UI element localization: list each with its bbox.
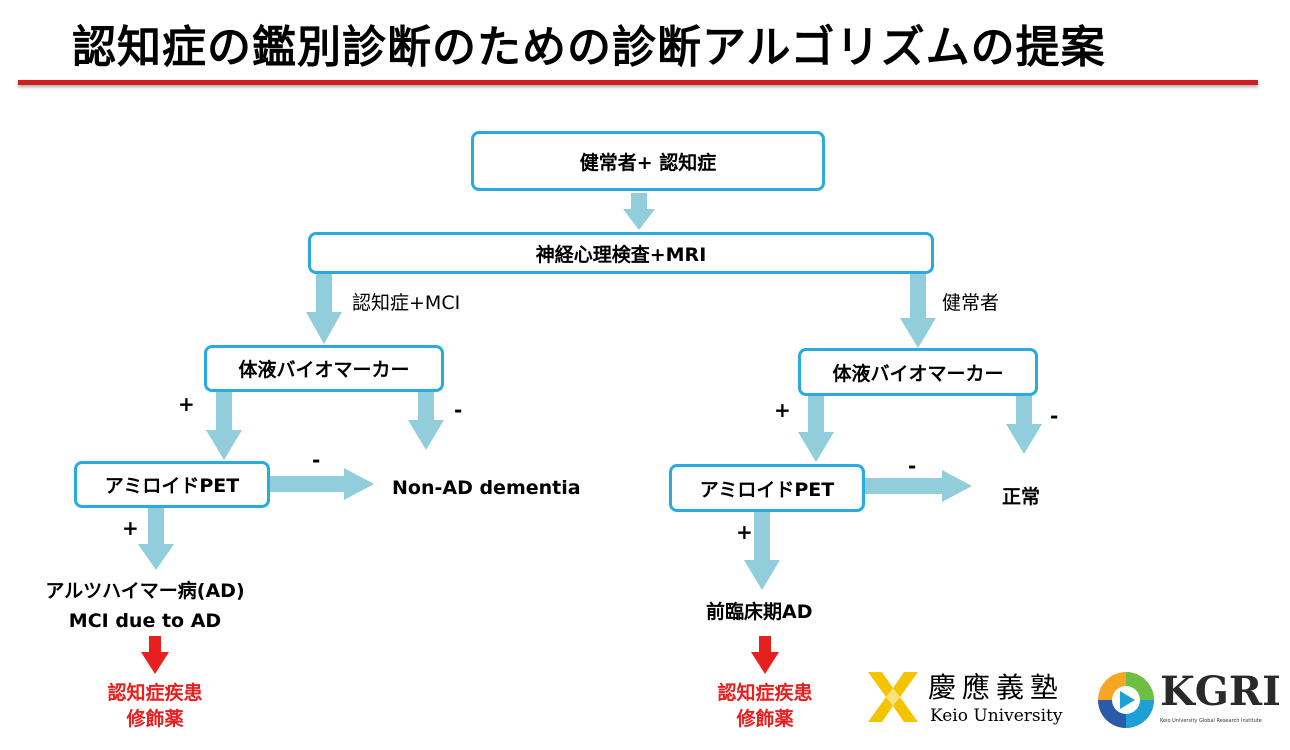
kgri-logo: KGRI Keio University Global Research Ins… bbox=[1096, 668, 1281, 734]
kgri-emblem-icon bbox=[1098, 672, 1154, 728]
keio-en-name: Keio University bbox=[930, 706, 1063, 726]
label-non-ad-dementia: Non-AD dementia bbox=[392, 477, 581, 499]
arrow-left-pet-to-non-ad bbox=[268, 468, 374, 500]
sign-right-pet-minus: - bbox=[908, 454, 917, 478]
label-healthy: 健常者 bbox=[942, 292, 1000, 314]
label-preclinical-ad: 前臨床期AD bbox=[706, 601, 813, 623]
node-biomarker-left: 体液バイオマーカー bbox=[204, 345, 444, 392]
sign-left-bio-plus: + bbox=[178, 392, 195, 416]
arrow-neuro-to-left-biomarker bbox=[306, 274, 342, 344]
title-underline bbox=[18, 80, 1258, 85]
kgri-subtitle: Keio University Global Research Institut… bbox=[1160, 718, 1262, 724]
arrow-left-biomarker-to-pet bbox=[206, 392, 242, 460]
page-title: 認知症の鑑別診断のための診断アルゴリズムの提案 bbox=[72, 22, 1106, 73]
keio-logo: 慶應義塾 Keio University bbox=[862, 664, 1082, 736]
label-dementia-mci: 認知症+MCI bbox=[352, 292, 461, 314]
label-normal: 正常 bbox=[1002, 486, 1041, 508]
label-ad-line2: MCI due to AD bbox=[68, 610, 222, 632]
arrow-right-biomarker-to-normal bbox=[1006, 396, 1042, 454]
arrow-right-pet-to-normal bbox=[864, 470, 972, 502]
sign-right-bio-plus: + bbox=[774, 398, 791, 422]
node-neuropsych-mri: 神経心理検査+MRI bbox=[308, 232, 934, 274]
sign-right-pet-plus: + bbox=[736, 520, 753, 544]
sign-left-pet-plus: + bbox=[122, 516, 139, 540]
arrow-neuro-to-right-biomarker bbox=[900, 274, 936, 348]
red-arrow-right bbox=[751, 636, 779, 674]
outcome-right-line1: 認知症疾患 bbox=[717, 682, 813, 704]
arrow-left-biomarker-to-non-ad bbox=[408, 392, 444, 450]
outcome-left: 認知症疾患 修飾薬 bbox=[80, 680, 230, 732]
label-alzheimer: アルツハイマー病(AD) MCI due to AD bbox=[10, 576, 280, 636]
node-healthy-plus-dementia: 健常者+ 認知症 bbox=[471, 131, 825, 191]
keio-jp-name: 慶應義塾 bbox=[928, 671, 1065, 704]
sign-left-pet-minus: - bbox=[312, 448, 321, 472]
arrow-top-to-neuro bbox=[623, 193, 655, 230]
keio-pen-icon bbox=[868, 672, 918, 722]
arrow-left-pet-to-ad bbox=[138, 508, 174, 570]
outcome-left-line1: 認知症疾患 bbox=[107, 682, 203, 704]
sign-left-bio-minus: - bbox=[454, 398, 463, 422]
node-amyloid-pet-right: アミロイドPET bbox=[669, 464, 865, 512]
sign-right-bio-minus: - bbox=[1050, 404, 1059, 428]
outcome-right: 認知症疾患 修飾薬 bbox=[690, 680, 840, 732]
arrow-right-biomarker-to-pet bbox=[798, 396, 834, 462]
outcome-left-line2: 修飾薬 bbox=[126, 708, 184, 730]
red-arrow-left bbox=[141, 636, 169, 674]
outcome-right-line2: 修飾薬 bbox=[736, 708, 794, 730]
node-biomarker-right: 体液バイオマーカー bbox=[798, 348, 1038, 396]
node-amyloid-pet-left: アミロイドPET bbox=[74, 461, 270, 508]
kgri-wordmark: KGRI bbox=[1160, 668, 1281, 715]
arrow-right-pet-to-preclinical bbox=[744, 512, 780, 590]
label-ad-line1: アルツハイマー病(AD) bbox=[45, 580, 245, 602]
